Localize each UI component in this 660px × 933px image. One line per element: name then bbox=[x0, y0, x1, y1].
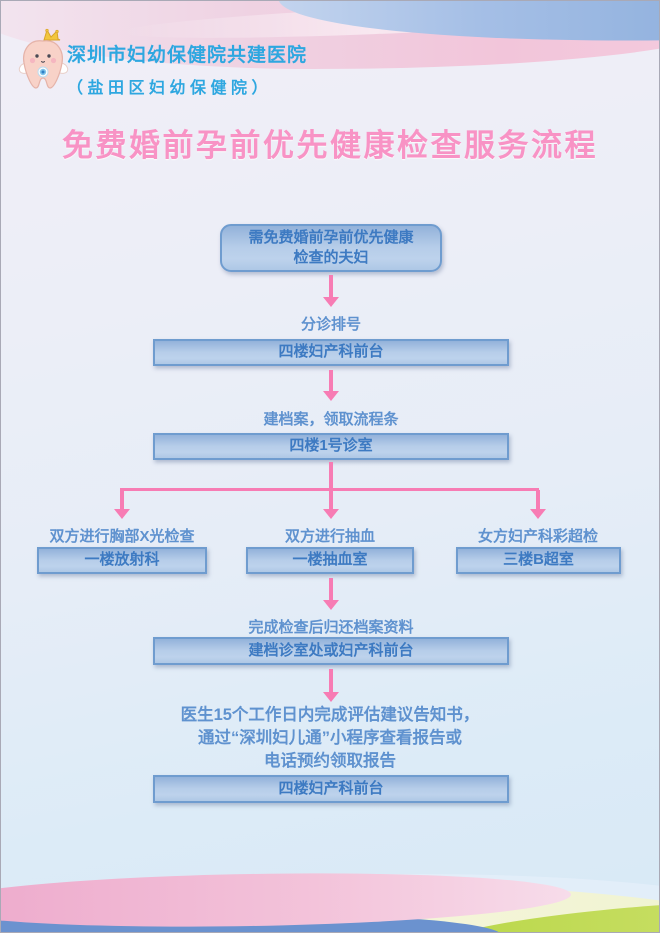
arrow-down-icon bbox=[323, 669, 339, 702]
branch-connector-stem bbox=[329, 462, 333, 490]
bottom-lightblue-wave bbox=[29, 874, 659, 932]
report-box: 四楼妇产科前台 bbox=[153, 775, 509, 803]
archive-box: 四楼1号诊室 bbox=[153, 433, 509, 460]
triage-box: 四楼妇产科前台 bbox=[153, 339, 509, 366]
report-label-line1: 医生15个工作日内完成评估建议告知书， bbox=[180, 706, 480, 724]
page-title: 免费婚前孕前优先健康检查服务流程 bbox=[62, 128, 598, 163]
branch-xray-box: 一楼放射科 bbox=[37, 547, 207, 574]
branch-ultrasound-label: 女方妇产科彩超检 bbox=[477, 528, 599, 545]
start-box-line2: 检查的夫妇 bbox=[293, 249, 369, 266]
bottom-wave-decoration bbox=[1, 837, 659, 932]
arrow-down-icon bbox=[323, 370, 339, 401]
branch-xray-label: 双方进行胸部X光检查 bbox=[49, 528, 195, 545]
crown-icon bbox=[43, 28, 61, 41]
archive-label: 建档案，领取流程条 bbox=[263, 411, 399, 428]
arrow-down-icon bbox=[323, 578, 339, 610]
bottom-blue-wave bbox=[1, 912, 501, 932]
top-blue-band bbox=[278, 1, 659, 51]
hospital-name-line2: （盐田区妇幼保健院） bbox=[67, 80, 273, 97]
top-white-streak bbox=[120, 1, 659, 46]
branch-connector-horizontal bbox=[120, 488, 539, 491]
hospital-name-line1: 深圳市妇幼保健院共建医院 bbox=[67, 45, 308, 66]
flow-start-box: 需免费婚前孕前优先健康 检查的夫妇 bbox=[220, 224, 442, 272]
bottom-green-wave bbox=[429, 887, 659, 932]
start-box-line1: 需免费婚前孕前优先健康 bbox=[248, 228, 414, 246]
arrow-down-icon bbox=[323, 275, 339, 307]
bottom-pink-wave bbox=[1, 868, 572, 932]
branch-blood-box: 一楼抽血室 bbox=[246, 547, 414, 574]
branch-blood-label: 双方进行抽血 bbox=[284, 528, 376, 545]
report-label-line3: 电话预约领取报告 bbox=[264, 752, 396, 770]
branch-ultrasound-box: 三楼B超室 bbox=[456, 547, 621, 574]
hospital-name: 深圳市妇幼保健院共建医院 （盐田区妇幼保健院） bbox=[67, 40, 307, 98]
arrow-down-icon bbox=[530, 490, 546, 519]
triage-label: 分诊排号 bbox=[300, 316, 362, 333]
return-box: 建档诊室处或妇产科前台 bbox=[153, 637, 509, 665]
arrow-down-icon bbox=[114, 490, 130, 519]
mascot-icon bbox=[16, 28, 70, 94]
return-label: 完成检查后归还档案资料 bbox=[248, 619, 414, 636]
arrow-down-icon bbox=[323, 490, 339, 519]
report-label: 医生15个工作日内完成评估建议告知书， 通过“深圳妇儿通”小程序查看报告或 电话… bbox=[1, 704, 659, 773]
report-label-line2: 通过“深圳妇儿通”小程序查看报告或 bbox=[198, 729, 462, 747]
bottom-yellow-wave bbox=[1, 884, 659, 932]
